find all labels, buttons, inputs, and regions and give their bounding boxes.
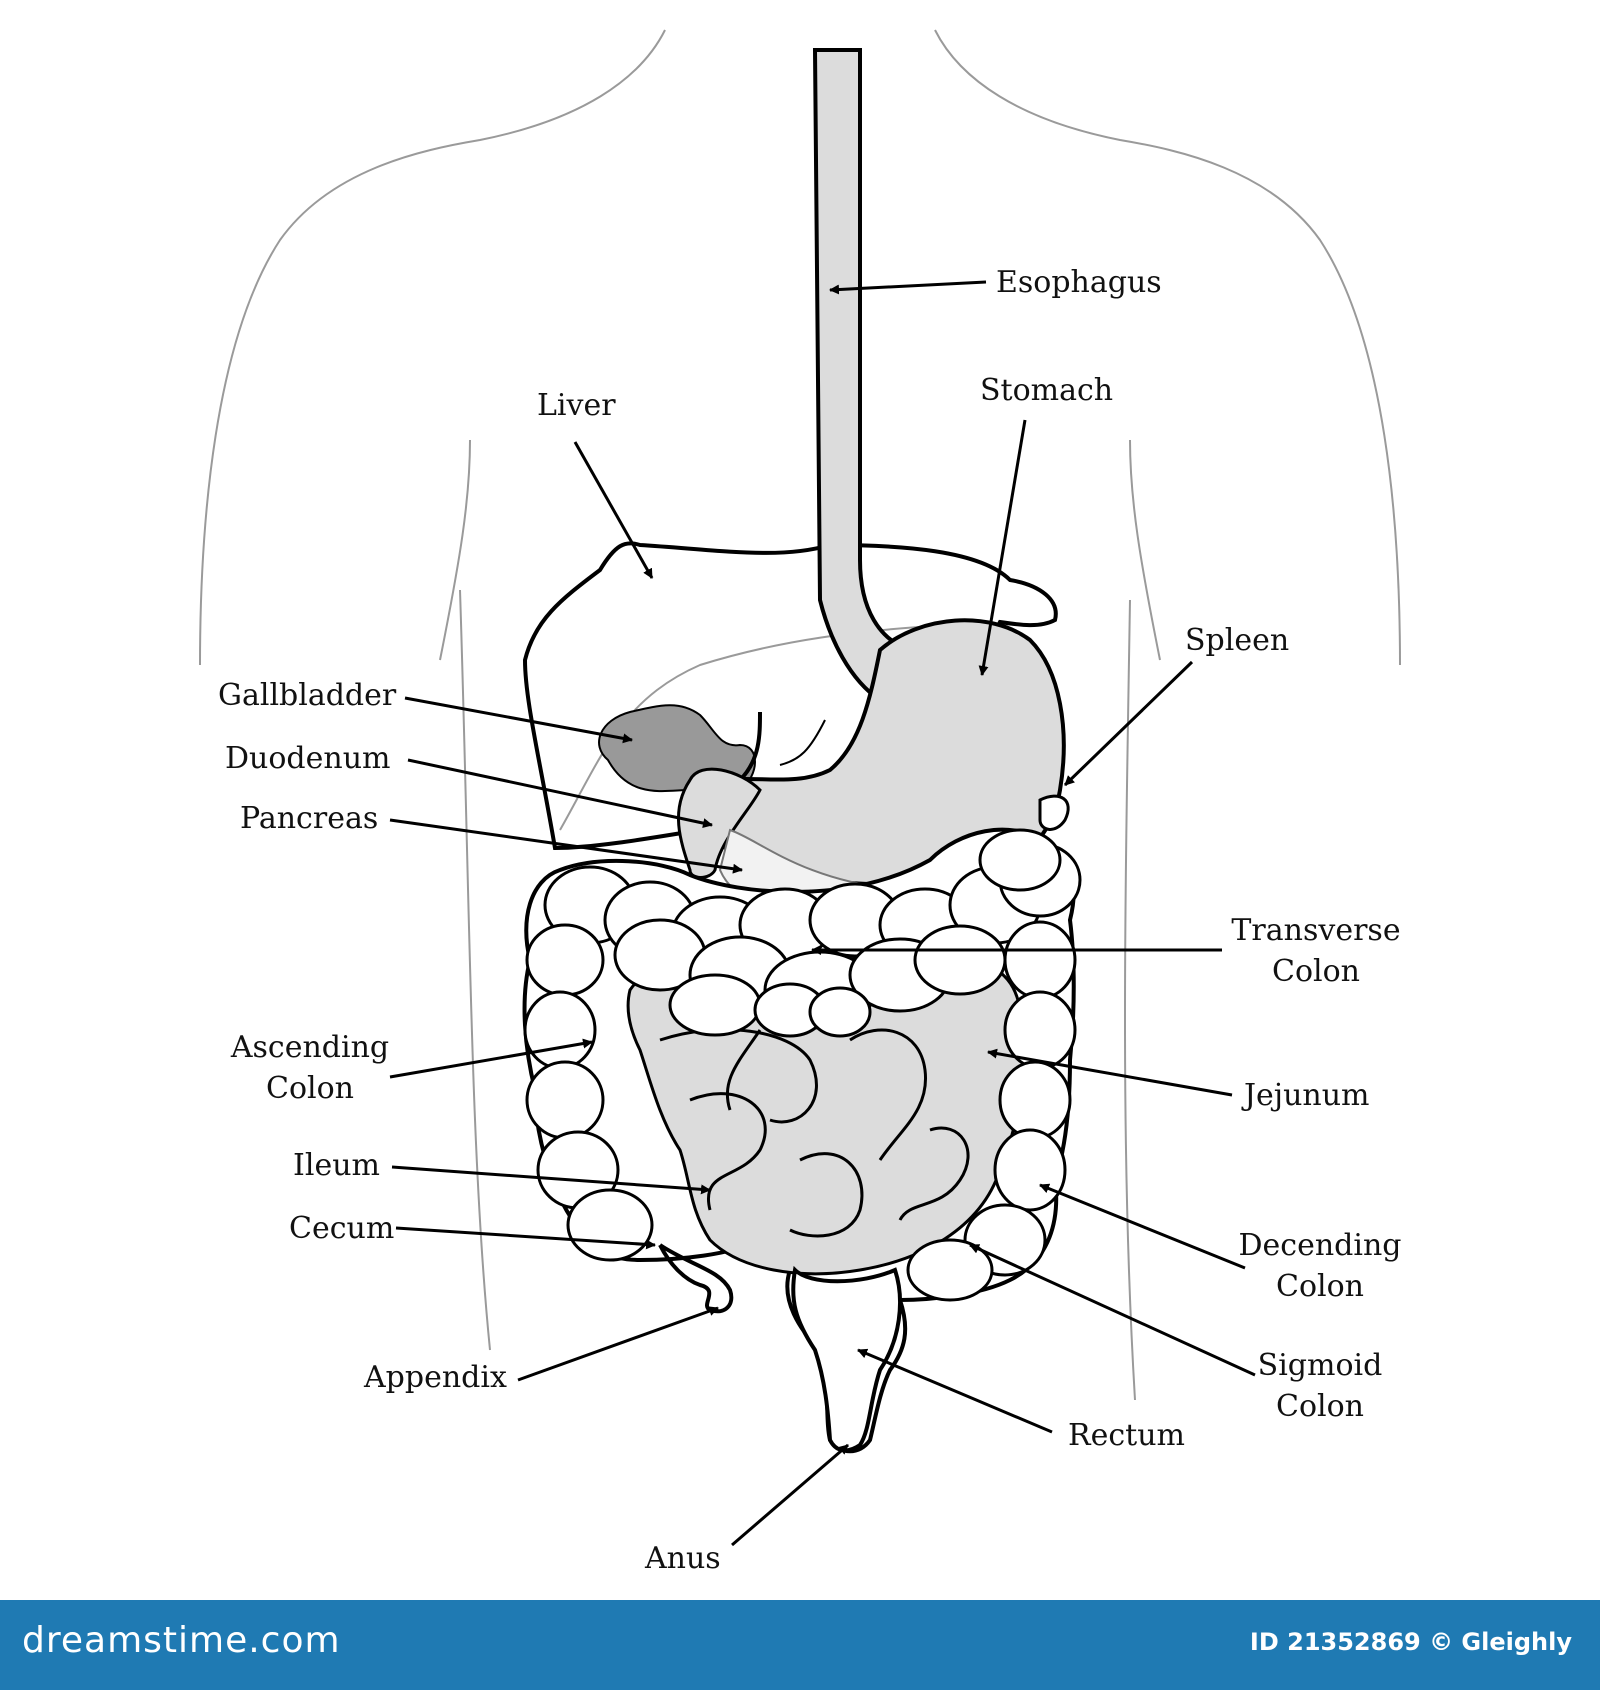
gallbladder-pointer bbox=[404, 696, 633, 744]
transverse-colon-label-line2: Colon bbox=[1272, 954, 1360, 989]
callout-lines bbox=[389, 280, 1256, 1547]
esophagus-pointer bbox=[829, 280, 987, 295]
stomach-fold bbox=[779, 719, 826, 766]
decending-colon-pointer bbox=[1039, 1183, 1246, 1270]
cecum-label: Cecum bbox=[289, 1211, 395, 1246]
pancreas-pointer bbox=[389, 818, 743, 874]
appendix-label: Appendix bbox=[364, 1360, 507, 1395]
brand-logo-text: dreamstime.com bbox=[22, 1620, 341, 1661]
bile-duct bbox=[738, 711, 762, 782]
watermark-footer-bar: dreamstime.com ID 21352869 © Gleighly bbox=[0, 1600, 1600, 1690]
spleen-pointer bbox=[1063, 660, 1194, 787]
sigmoid-colon-label-line2: Colon bbox=[1276, 1389, 1364, 1424]
digestive-system-diagram bbox=[199, 29, 1401, 1547]
rectum bbox=[791, 1265, 902, 1453]
ascending-colon-pointer bbox=[389, 1038, 593, 1079]
transverse-colon-label: Transverse Colon bbox=[1226, 910, 1406, 992]
ascending-colon-label: Ascending Colon bbox=[225, 1027, 395, 1109]
spleen bbox=[1038, 794, 1070, 831]
decending-colon-label-line1: Decending bbox=[1238, 1228, 1402, 1263]
image-credit: ID 21352869 © Gleighly bbox=[1249, 1628, 1572, 1656]
liver-label: Liver bbox=[537, 388, 616, 423]
rectum-label: Rectum bbox=[1068, 1418, 1185, 1453]
esophagus-label: Esophagus bbox=[996, 265, 1162, 300]
jejunum-label: Jejunum bbox=[1244, 1078, 1370, 1113]
anus-label: Anus bbox=[645, 1541, 721, 1576]
duodenum bbox=[676, 767, 762, 879]
torso-outline bbox=[199, 29, 1401, 1401]
stomach-pointer bbox=[978, 419, 1027, 676]
sigmoid-colon-pointer bbox=[969, 1243, 1256, 1377]
transverse-colon-label-line1: Transverse bbox=[1231, 913, 1401, 948]
liver-pointer bbox=[573, 441, 654, 579]
ascending-colon-label-line1: Ascending bbox=[230, 1030, 390, 1065]
transverse-colon bbox=[543, 828, 1082, 1038]
duodenum-pointer bbox=[407, 758, 713, 829]
cecum-pointer bbox=[395, 1226, 656, 1250]
ileum-pointer bbox=[391, 1165, 711, 1195]
ileum-label: Ileum bbox=[293, 1148, 380, 1183]
gallbladder-label: Gallbladder bbox=[218, 678, 397, 713]
anus-pointer bbox=[731, 1443, 849, 1547]
spleen-label: Spleen bbox=[1185, 623, 1290, 658]
sigmoid-colon-label-line1: Sigmoid bbox=[1257, 1348, 1383, 1383]
stomach-label: Stomach bbox=[980, 373, 1114, 408]
duodenum-label: Duodenum bbox=[225, 741, 391, 776]
ascending-colon bbox=[523, 923, 654, 1262]
appendix-pointer bbox=[517, 1306, 719, 1382]
decending-colon-label: Decending Colon bbox=[1230, 1225, 1410, 1307]
jejunum-pointer bbox=[987, 1048, 1233, 1097]
sigmoid-colon-label: Sigmoid Colon bbox=[1240, 1345, 1400, 1427]
rectum-pointer bbox=[857, 1348, 1053, 1434]
decending-colon-label-line2: Colon bbox=[1276, 1269, 1364, 1304]
pancreas-label: Pancreas bbox=[240, 801, 379, 836]
ascending-colon-label-line2: Colon bbox=[266, 1071, 354, 1106]
